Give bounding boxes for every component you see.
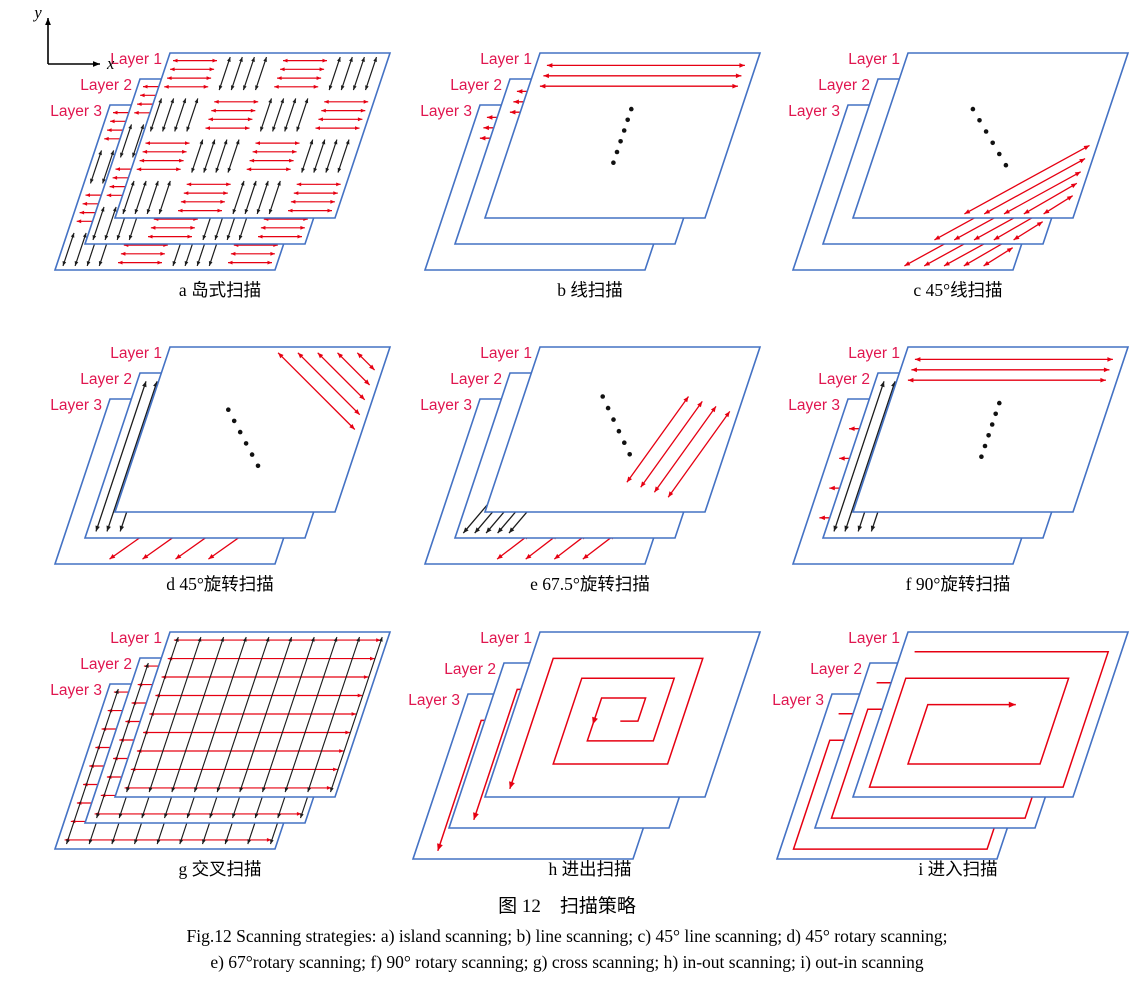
panel-caption: e 67.5°旋转扫描: [530, 574, 650, 594]
layer-label: Layer 3: [50, 397, 102, 414]
panel-i-scan-pattern-1: [868, 651, 1110, 788]
panel-caption: c 45°线扫描: [913, 280, 1002, 300]
layer-sheet: [851, 346, 1130, 513]
layer-label: Layer 1: [848, 345, 900, 362]
layer-label: Layer 1: [848, 630, 900, 647]
layer-sheet: [851, 52, 1130, 219]
panel-a-layer-1: [113, 52, 392, 219]
y-axis-label: y: [32, 3, 42, 22]
figure-caption-english-line2: e) 67°rotary scanning; f) 90° rotary sca…: [210, 952, 924, 973]
panel-h-scan-pattern-1: [509, 657, 704, 790]
layer-label: Layer 3: [420, 397, 472, 414]
layer-label: Layer 2: [810, 661, 862, 678]
layer-sheet: [113, 52, 392, 219]
figure-caption-english: Fig.12 Scanning strategies: a) island sc…: [0, 923, 1134, 976]
layer-sheet: [113, 346, 392, 513]
layer-label: Layer 2: [80, 77, 132, 94]
layer-label: Layer 3: [50, 682, 102, 699]
panel-g-layer-1: [113, 631, 392, 798]
panel-i-layer-1: [851, 631, 1130, 798]
panel-g: Layer 1 Layer 2 Layer 3 g 交叉扫描: [50, 630, 392, 879]
panel-c-scan-pattern-1: [964, 106, 1090, 215]
panel-f: Layer 1 Layer 2 Layer 3 f 90°旋转扫描: [788, 345, 1130, 594]
layer-label: Layer 3: [788, 103, 840, 120]
layer-label: Layer 2: [444, 661, 496, 678]
layer-label: Layer 1: [480, 630, 532, 647]
panel-h: Layer 1 Layer 2 Layer 3 h 进出扫描: [408, 630, 762, 879]
panel-i: Layer 1 Layer 2 Layer 3 i 进入扫描: [772, 630, 1130, 879]
layer-label: Layer 2: [450, 77, 502, 94]
layer-label: Layer 3: [772, 692, 824, 709]
layer-label: Layer 2: [818, 77, 870, 94]
layer-label: Layer 3: [788, 397, 840, 414]
panel-caption: g 交叉扫描: [178, 859, 261, 879]
panel-b-scan-pattern-1: [539, 63, 745, 165]
layer-label: Layer 3: [50, 103, 102, 120]
layer-label: Layer 1: [480, 51, 532, 68]
layer-label: Layer 1: [110, 345, 162, 362]
x-axis-label: x: [106, 54, 115, 73]
panel-d: Layer 1 Layer 2 Layer 3 d 45°旋转扫描: [50, 345, 392, 594]
panel-caption: d 45°旋转扫描: [166, 574, 274, 594]
panel-caption: a 岛式扫描: [179, 280, 261, 300]
layer-label: Layer 3: [420, 103, 472, 120]
panel-a: Layer 1 Layer 2 Layer 3 a 岛式扫描: [50, 51, 392, 300]
panel-b-layer-1: [483, 52, 762, 219]
panel-caption: h 进出扫描: [548, 859, 631, 879]
panel-c-layer-1: [851, 52, 1130, 219]
panel-caption: b 线扫描: [557, 280, 623, 300]
panel-a-scan-pattern-1: [122, 56, 378, 215]
figure-caption-english-line1: Fig.12 Scanning strategies: a) island sc…: [186, 926, 948, 946]
coordinate-axes: yx: [32, 3, 115, 73]
panel-caption: f 90°旋转扫描: [906, 574, 1011, 594]
panel-b: Layer 1 Layer 2 Layer 3 b 线扫描: [420, 51, 762, 300]
layer-label: Layer 1: [848, 51, 900, 68]
layer-sheet: [851, 631, 1130, 798]
layer-label: Layer 1: [110, 51, 162, 68]
panel-d-layer-1: [113, 346, 392, 513]
layer-label: Layer 2: [80, 656, 132, 673]
layer-label: Layer 3: [408, 692, 460, 709]
panel-f-scan-pattern-1: [907, 357, 1113, 459]
panel-g-scan-pattern-1: [124, 636, 383, 793]
layer-label: Layer 1: [480, 345, 532, 362]
layer-label: Layer 1: [110, 630, 162, 647]
panel-d-scan-pattern-1: [226, 352, 376, 469]
layer-label: Layer 2: [80, 371, 132, 388]
figure-caption-chinese: 图 12 扫描策略: [498, 896, 636, 917]
panel-f-layer-1: [851, 346, 1130, 513]
layer-sheet: [483, 52, 762, 219]
panel-e: Layer 1 Layer 2 Layer 3 e 67.5°旋转扫描: [420, 345, 762, 594]
panel-c: Layer 1 Layer 2 Layer 3 c 45°线扫描: [788, 51, 1130, 300]
layer-sheet: [483, 631, 762, 798]
panel-e-scan-pattern-1: [600, 394, 731, 498]
layer-label: Layer 2: [450, 371, 502, 388]
panel-h-layer-1: [483, 631, 762, 798]
panel-caption: i 进入扫描: [918, 859, 997, 879]
layer-label: Layer 2: [818, 371, 870, 388]
layer-sheet: [483, 346, 762, 513]
panel-e-layer-1: [483, 346, 762, 513]
